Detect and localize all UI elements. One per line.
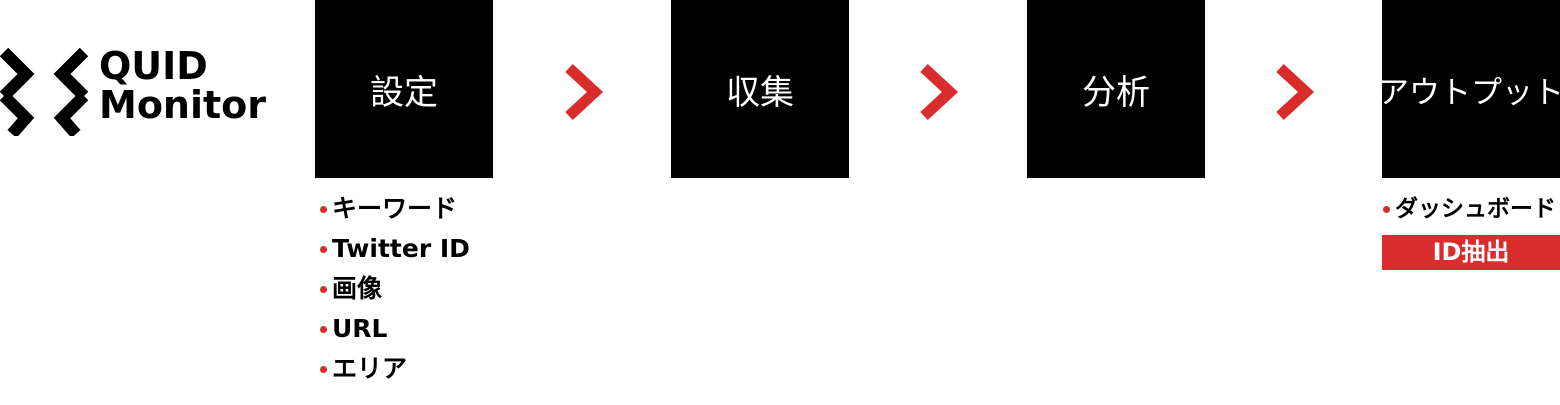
logo-wordmark: QUID Monitor: [99, 47, 266, 125]
chevron-right-icon: [1276, 63, 1315, 121]
step-settings: 設定: [315, 0, 493, 178]
list-item-label: Twitter ID: [332, 234, 470, 263]
chevron-right-icon: [920, 63, 959, 121]
list-item: Twitter ID: [318, 229, 470, 269]
list-item: キーワード: [318, 189, 470, 229]
list-item: URL: [318, 309, 470, 349]
step-output: アウトプット: [1378, 0, 1560, 178]
list-item-label: ダッシュボード: [1395, 196, 1556, 222]
settings-items-list: キーワード Twitter ID 画像 URL エリア: [318, 189, 470, 389]
list-item: 画像: [318, 269, 470, 309]
list-item: ダッシュボード: [1381, 189, 1556, 229]
logo-line-2: Monitor: [99, 83, 267, 127]
list-item-label: URL: [332, 314, 388, 343]
list-item-label: エリア: [332, 354, 408, 383]
quid-logo-icon: [0, 47, 88, 136]
id-extraction-badge: ID抽出: [1382, 235, 1560, 270]
list-item-label: 画像: [332, 274, 383, 303]
step-analyze: 分析: [1027, 0, 1205, 178]
bullet-dot: [320, 326, 327, 333]
list-item: エリア: [318, 349, 470, 389]
bullet-dot: [320, 206, 327, 213]
bullet-dot: [320, 246, 327, 253]
quid-monitor-logo: QUID Monitor: [0, 44, 266, 136]
bullet-dot: [320, 286, 327, 293]
logo-line-1: QUID: [99, 44, 208, 88]
bullet-dot: [320, 366, 327, 373]
output-items-list: ダッシュボード: [1381, 189, 1556, 229]
list-item-label: キーワード: [332, 194, 458, 223]
chevron-right-icon: [565, 63, 604, 121]
step-collect: 収集: [671, 0, 849, 178]
bullet-dot: [1383, 206, 1390, 213]
